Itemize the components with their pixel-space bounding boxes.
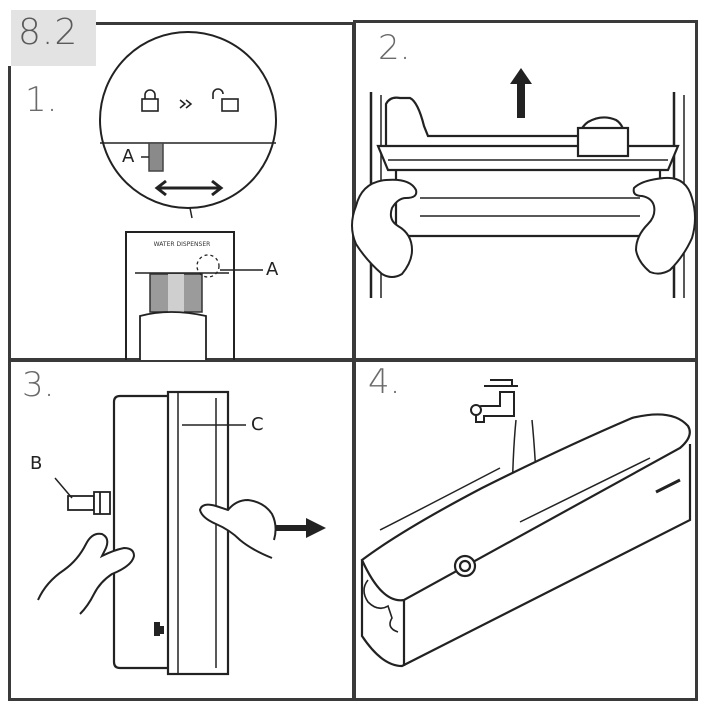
left-hand-3 xyxy=(37,532,136,615)
callout-a-zoom: A xyxy=(122,146,135,167)
double-arrow-icon xyxy=(154,179,224,197)
step-1-illustration xyxy=(99,31,277,360)
lock-closed-icon xyxy=(141,89,159,112)
step-3-illustration xyxy=(37,390,326,676)
panel-step-4 xyxy=(353,359,698,701)
step-number-4: 4. xyxy=(368,362,401,402)
step-4-illustration xyxy=(360,379,692,668)
latch-a xyxy=(148,142,164,172)
water-tank-side xyxy=(112,390,230,676)
dispenser-label: WATER DISPENSER xyxy=(154,241,211,248)
left-hand xyxy=(351,178,418,278)
water-tank xyxy=(376,96,680,238)
right-hand xyxy=(632,176,696,275)
up-arrow-icon xyxy=(510,68,532,118)
panel-1-edges xyxy=(8,22,354,361)
callout-a-dispenser: A xyxy=(266,259,279,280)
step-number-1: 1. xyxy=(25,80,58,120)
section-tab xyxy=(11,10,96,66)
water-tap-icon xyxy=(470,379,518,423)
right-hand-3 xyxy=(198,498,277,559)
callout-b: B xyxy=(30,453,43,474)
step-2-illustration xyxy=(351,68,696,298)
section-number: 8.2 xyxy=(18,12,79,53)
step-number-3: 3. xyxy=(22,365,55,405)
water-dispenser xyxy=(125,231,263,360)
callout-c: C xyxy=(251,414,264,435)
right-arrow-icon xyxy=(276,518,326,538)
zoom-circle xyxy=(99,31,277,209)
open-water-tank xyxy=(360,413,692,668)
double-chevron-icon xyxy=(179,99,193,109)
step-number-2: 2. xyxy=(378,28,411,68)
valve-b xyxy=(54,477,111,515)
lock-open-icon xyxy=(212,88,239,112)
